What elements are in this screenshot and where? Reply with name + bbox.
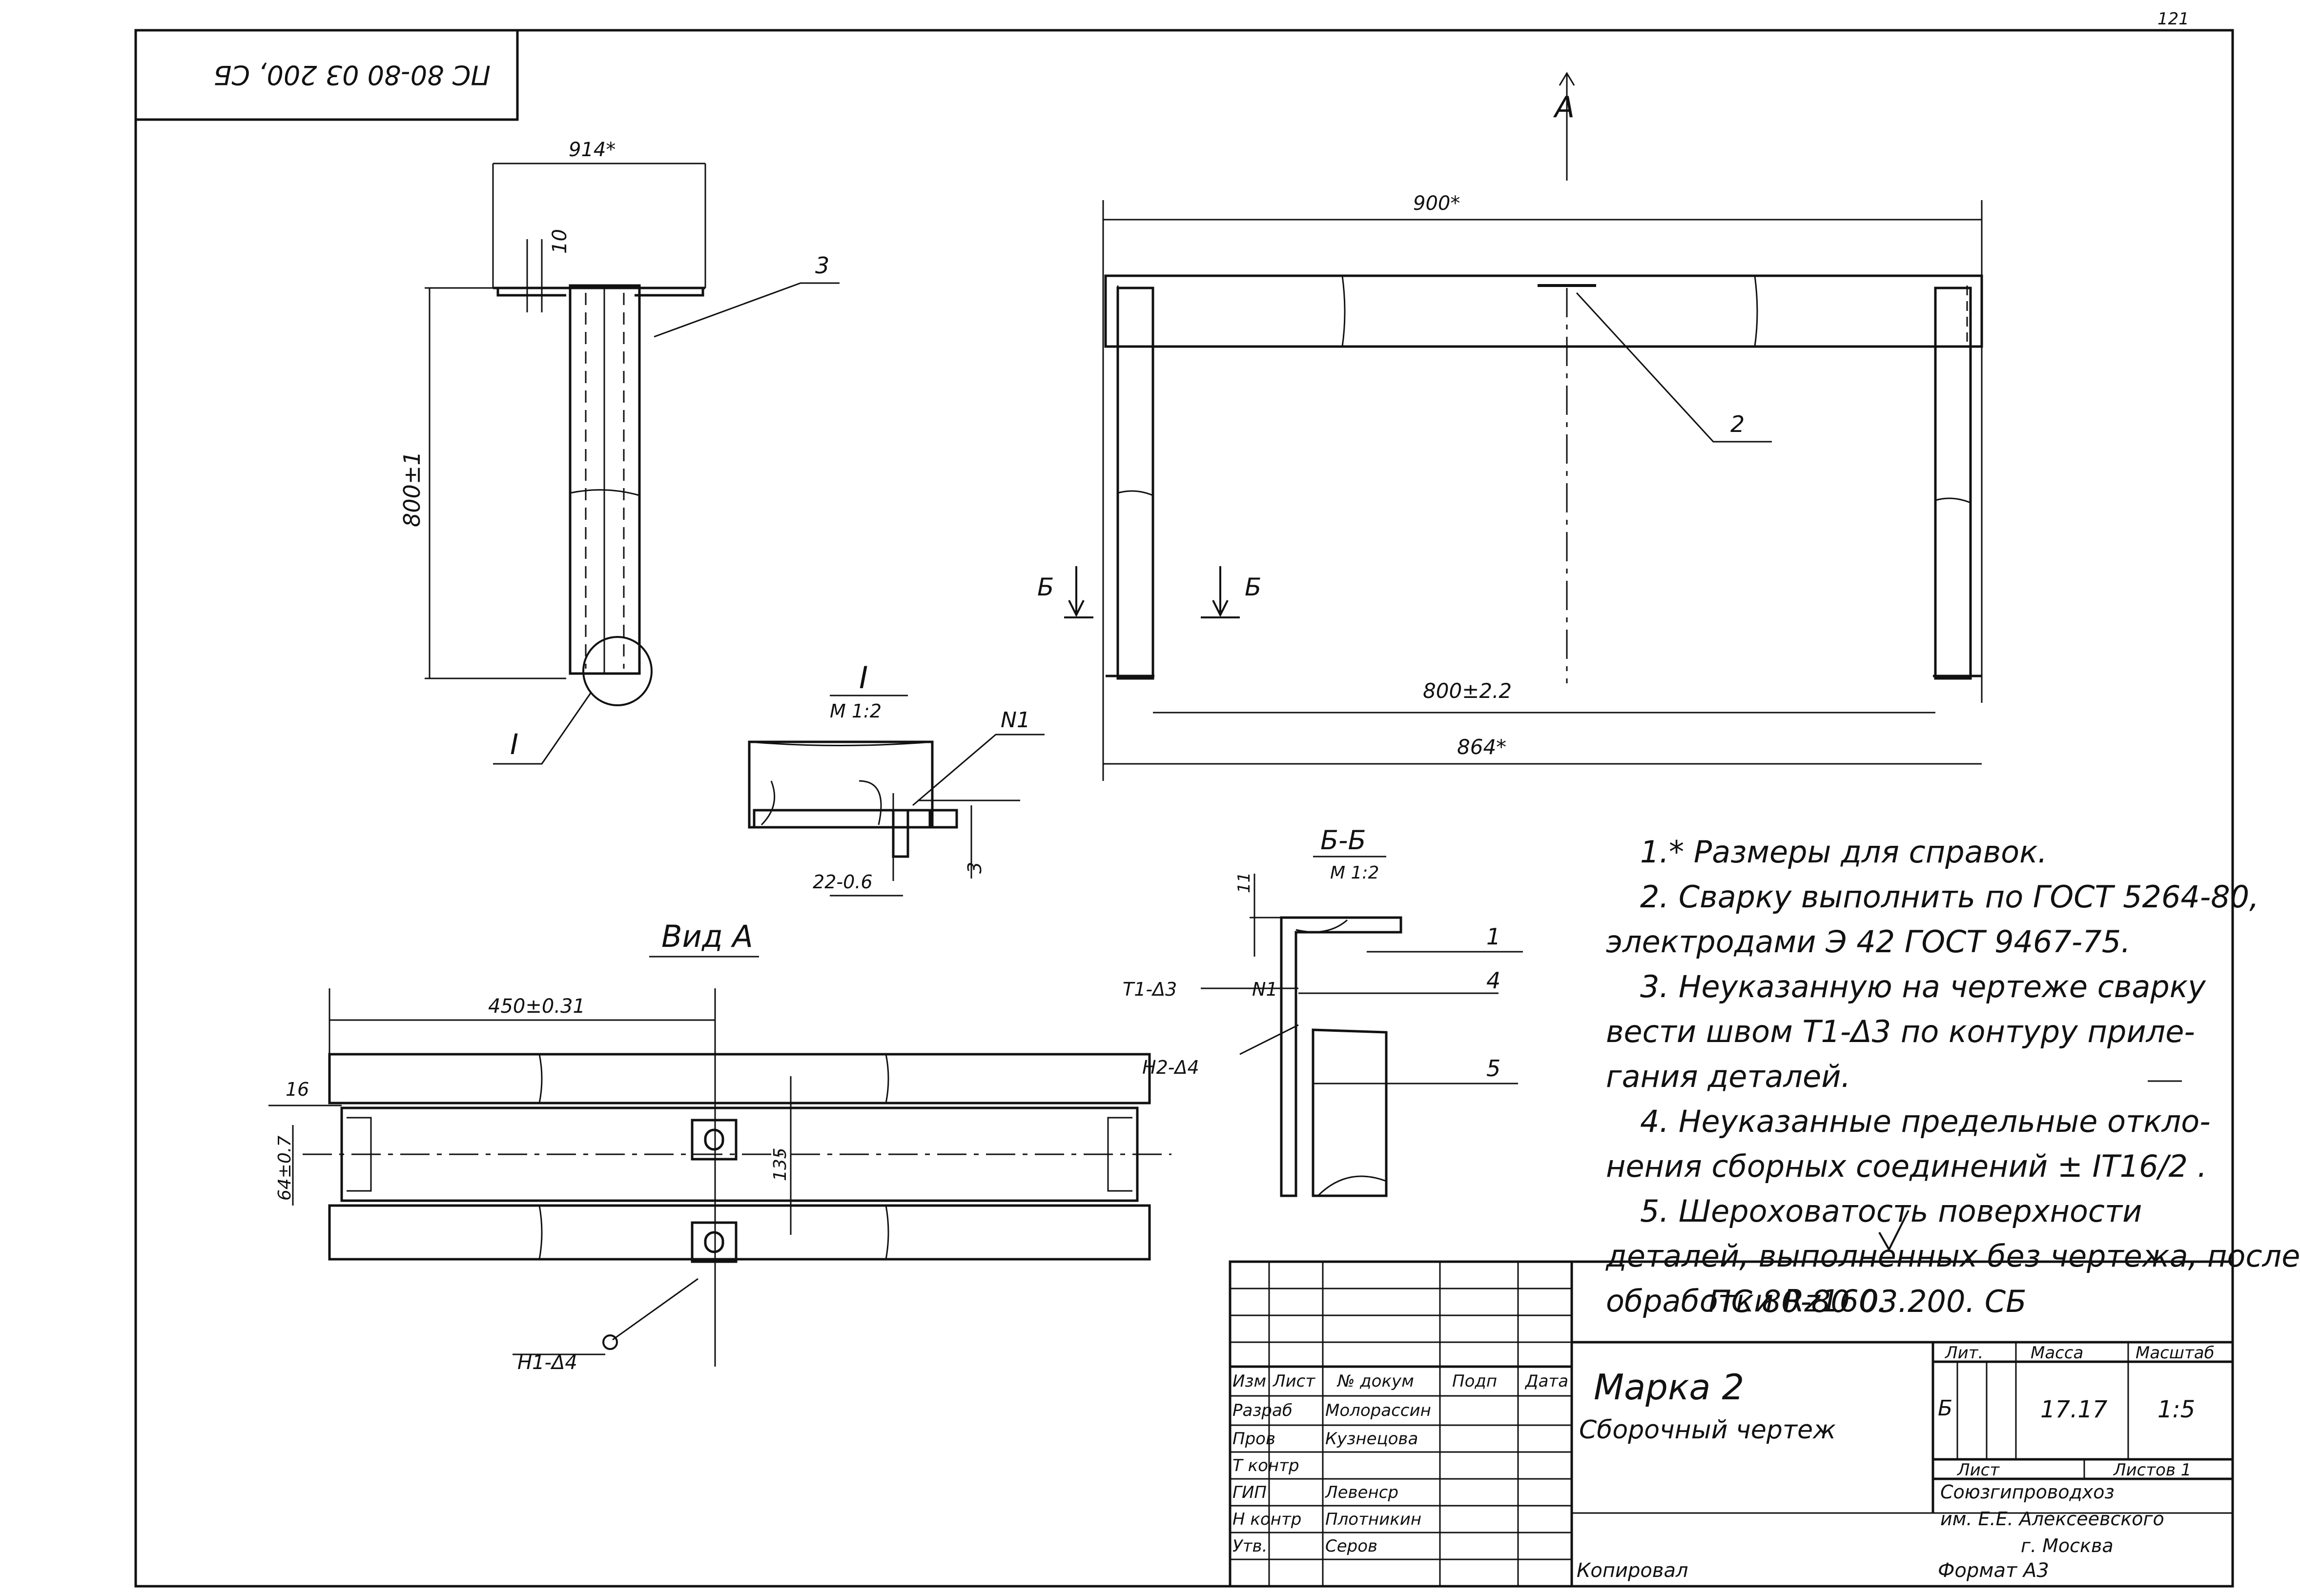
side-dim-flange: 10	[549, 229, 571, 254]
section-title: Б-Б	[1320, 825, 1366, 856]
sheet-frame	[134, 29, 2234, 1588]
view-A	[268, 988, 1171, 1367]
head-list: Лист	[1273, 1371, 1315, 1391]
note-line: 2. Сварку выполнить по ГОСТ 5264-80,	[1640, 879, 2259, 915]
section-part-4: 4	[1486, 967, 1500, 994]
note-line: вести швом Т1-Δ3 по контуру приле-	[1606, 1014, 2195, 1049]
section-dim-top: 11	[1234, 872, 1254, 893]
view-a-dim-135: 135	[770, 1147, 790, 1181]
note-line: гания деталей.	[1606, 1059, 1851, 1094]
view-a-weld-bottom: Н1-Δ4	[517, 1351, 577, 1374]
head-sign: Подп	[1452, 1371, 1498, 1391]
sheet-label: Лист	[1957, 1460, 2000, 1480]
detail-title: I	[859, 660, 868, 696]
detail-weld: N1	[1001, 708, 1030, 733]
stamp-code: ПС 80-80 03 200, СБ	[213, 60, 491, 90]
main-section-mark-left: Б	[1037, 573, 1054, 601]
name-3: Левенср	[1325, 1483, 1398, 1502]
side-callout-part: 3	[815, 252, 829, 279]
mass-value: 17.17	[2040, 1396, 2108, 1423]
view-a-dim-16: 16	[286, 1079, 309, 1100]
col-scale: Масштаб	[2136, 1343, 2215, 1363]
note-line: 4. Неуказанные предельные откло-	[1640, 1104, 2211, 1139]
main-callout-part: 2	[1730, 411, 1745, 437]
note-line: 1.* Размеры для справок.	[1640, 834, 2048, 870]
role-5: Утв.	[1232, 1536, 1268, 1556]
view-a-title: Вид А	[661, 919, 753, 954]
scale-value: 1:5	[2157, 1396, 2196, 1423]
note-line: 5. Шероховатость поверхности	[1640, 1193, 2142, 1229]
note-line: деталей, выполненных без чертежа, после	[1606, 1238, 2300, 1274]
role-1: Пров	[1232, 1429, 1275, 1449]
col-lit: Лит.	[1945, 1343, 1984, 1363]
section-scale: М 1:2	[1330, 863, 1379, 883]
org-line3: г. Москва	[2021, 1535, 2114, 1556]
main-section-mark-right: Б	[1245, 573, 1261, 601]
detail-dim-gap: 22-0.6	[813, 871, 873, 893]
title-line2: Сборочный чертеж	[1579, 1415, 1836, 1445]
main-dim-top: 900*	[1413, 192, 1460, 215]
name-1: Кузнецова	[1325, 1429, 1418, 1449]
roughness-symbol	[1878, 1210, 1910, 1252]
main-view	[1064, 72, 1983, 781]
role-4: Н контр	[1232, 1510, 1302, 1529]
name-5: Серов	[1325, 1536, 1378, 1556]
detail-I	[748, 695, 1045, 897]
lit-value: Б	[1938, 1396, 1953, 1421]
side-callout-node: I	[510, 728, 518, 761]
corner-mark: 121	[2157, 9, 2189, 29]
section-weld-mark: N1	[1252, 979, 1278, 1000]
section-BB	[1201, 856, 1523, 1197]
head-date: Дата	[1525, 1371, 1569, 1391]
section-part-1: 1	[1486, 923, 1500, 950]
note-line: электродами Э 42 ГОСТ 9467-75.	[1606, 924, 2131, 960]
name-0: Молорассин	[1325, 1401, 1431, 1420]
org-line1: Союзгипроводхоз	[1940, 1481, 2115, 1503]
col-mass: Масса	[2031, 1343, 2084, 1363]
main-view-arrow: А	[1553, 90, 1575, 124]
name-4: Плотникин	[1325, 1510, 1422, 1529]
note-line: нения сборных соединений ± IT16/2 .	[1606, 1148, 2207, 1184]
org-line2: им. Е.Е. Алексеевского	[1940, 1508, 2164, 1530]
section-weld-left: Т1-Δ3	[1123, 979, 1177, 1000]
section-part-5: 5	[1486, 1055, 1500, 1082]
side-dim-height: 800±1	[399, 451, 425, 527]
note-line: обработки Rz160.	[1606, 1283, 1888, 1319]
technical-notes: 1.* Размеры для справок. 2. Сварку выпол…	[1606, 830, 2300, 1324]
footer-format: Формат А3	[1938, 1559, 2049, 1582]
section-weld-lower: Н2-Δ4	[1142, 1057, 1199, 1078]
head-doc: № докум	[1337, 1371, 1414, 1391]
stamp-box	[136, 30, 519, 121]
note-line: 3. Неуказанную на чертеже сварку	[1640, 969, 2206, 1004]
side-dim-width: 914*	[569, 139, 616, 161]
detail-scale: М 1:2	[830, 700, 882, 722]
main-dim-outer: 864*	[1457, 735, 1506, 759]
footer-copied: Копировал	[1577, 1559, 1688, 1582]
view-a-dim-height: 64±0.7	[275, 1136, 295, 1201]
role-3: ГИП	[1232, 1483, 1267, 1502]
title-line1: Марка 2	[1594, 1367, 1745, 1408]
main-dim-inner: 800±2.2	[1423, 679, 1512, 703]
title-doc-code: ПС 80-80 03.200. СБ	[1708, 1284, 2027, 1319]
role-2: Т контр	[1232, 1456, 1299, 1475]
detail-dim-thk: 3	[964, 862, 986, 874]
view-a-dim-len: 450±0.31	[488, 995, 585, 1018]
drawing-sheet: ПС 80-80 03 200, СБ 121 914* 10 800±1 3 …	[134, 9, 2234, 1588]
sheets-label: Листов 1	[2114, 1460, 2192, 1480]
title-block-grid	[1229, 1260, 2234, 1588]
head-izm: Изм	[1232, 1371, 1267, 1391]
side-view	[425, 163, 840, 765]
role-0: Разраб	[1232, 1401, 1293, 1420]
